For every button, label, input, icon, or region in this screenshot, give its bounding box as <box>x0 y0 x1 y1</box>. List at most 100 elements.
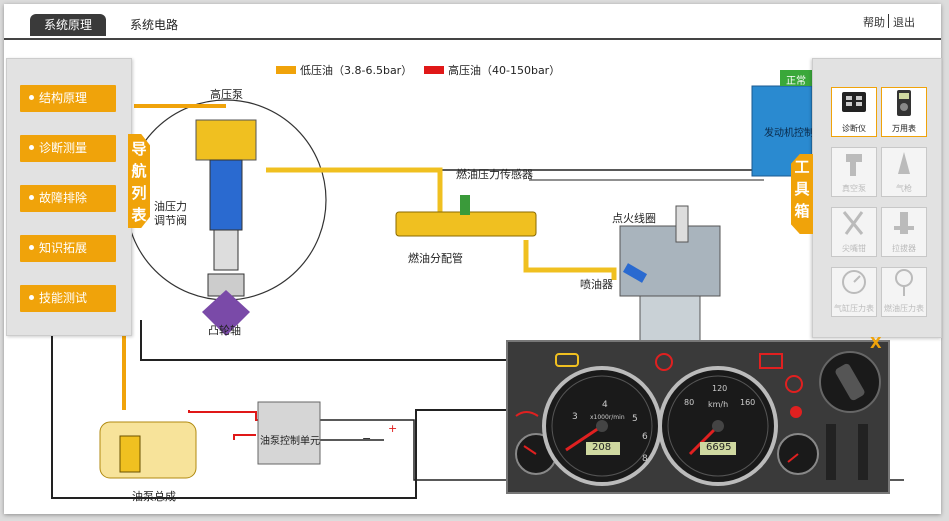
nav-panel-toggle[interactable]: 导航列表 <box>128 134 150 228</box>
speed-tick-80: 80 <box>684 398 695 407</box>
tool-fuel-pressure-gauge[interactable]: 燃油压力表 <box>881 267 927 317</box>
vacuum-pump-icon <box>846 154 862 176</box>
speed-unit: km/h <box>708 400 729 409</box>
pump-piston-shape <box>209 159 243 231</box>
fuel-rail-label: 燃油分配管 <box>408 252 463 265</box>
ecu-status-shape <box>780 70 812 86</box>
oil-warning-icon <box>515 411 539 417</box>
tool-label: 气缸压力表 <box>834 304 874 313</box>
tool-vacuum-pump[interactable]: 真空泵 <box>831 147 877 197</box>
tool-puller[interactable]: 拉拔器 <box>881 207 927 257</box>
plus-label: + <box>388 422 398 435</box>
ignition-coil-label: 点火线圈 <box>612 212 656 225</box>
nav-item-diagnosis[interactable]: 诊断测量 <box>20 135 116 162</box>
nav-item-label: 技能测试 <box>39 291 88 305</box>
tachometer-needle <box>565 424 603 452</box>
fuel-system-diagram: 低压油（3.8-6.5bar） 高压油（40-150bar） 高压泵 油压力 调… <box>4 40 941 514</box>
nav-item-structure-principle[interactable]: 结构原理 <box>20 85 116 112</box>
bullet-icon <box>29 145 34 150</box>
tool-label: 拉拔器 <box>892 244 916 253</box>
tool-label: 尖嘴钳 <box>842 244 866 253</box>
nav-item-label: 结构原理 <box>39 91 88 105</box>
airbag-warning-icon <box>655 353 673 371</box>
injector-shape <box>622 263 648 283</box>
tool-diagnostic-scanner[interactable]: 诊断仪 <box>831 87 877 137</box>
camshaft-label: 凸轮轴 <box>208 324 241 337</box>
battery-warning-icon <box>759 353 783 369</box>
pump-top-shape <box>195 119 257 161</box>
legend-high-swatch <box>424 66 444 74</box>
wire-black-2 <box>51 270 512 499</box>
tool-multimeter[interactable]: 万用表 <box>881 87 927 137</box>
speedometer-needle <box>688 424 720 456</box>
engine-cylinder-shape <box>639 295 701 347</box>
engine-warning-icon <box>555 353 579 367</box>
minus-label: − <box>362 432 372 445</box>
rpm-tick-4: 4 <box>602 400 608 410</box>
regulator-label-1: 油压力 <box>154 200 187 213</box>
diagram-lines <box>51 66 904 499</box>
tab-system-principle[interactable]: 系统原理 <box>30 14 107 36</box>
rpm-tick-6: 6 <box>642 432 648 442</box>
help-link[interactable]: 帮助 <box>863 16 885 29</box>
injector-label: 喷油器 <box>580 278 613 291</box>
instrument-cluster: 4 3 5 6 8 x1000r/min km/h 120 80 160 208… <box>506 340 890 494</box>
tab-system-circuit[interactable]: 系统电路 <box>130 18 179 32</box>
diagnostic-scanner-icon <box>842 92 866 112</box>
ecu-status-label: 正常 <box>786 76 806 87</box>
pump-motor-shape <box>119 435 141 473</box>
nav-item-skill-test[interactable]: 技能测试 <box>20 285 116 312</box>
pump-control-unit-label[interactable]: 油泵控制单元 <box>260 436 320 447</box>
nav-item-troubleshoot[interactable]: 故障排除 <box>20 185 116 212</box>
tool-pliers[interactable]: 尖嘴钳 <box>831 207 877 257</box>
nav-item-label: 知识拓展 <box>39 241 88 255</box>
pressure-sensor-shape <box>460 195 470 215</box>
odometer-right-box <box>700 442 736 455</box>
odometer-right: 6695 <box>706 442 732 453</box>
pump-tank-shape <box>99 421 197 479</box>
fuel-pressure-gauge-icon <box>895 269 913 296</box>
pliers-icon <box>842 211 864 235</box>
engine-head-shape <box>619 225 721 297</box>
compression-gauge-icon <box>842 270 866 294</box>
tool-compression-gauge[interactable]: 气缸压力表 <box>831 267 877 317</box>
temp-gauge-needle <box>787 453 799 463</box>
odometer-left-box <box>586 442 620 455</box>
puller-icon <box>894 212 914 234</box>
pump-assembly-label[interactable]: 油泵总成 <box>132 490 176 503</box>
air-gun-icon <box>898 152 910 174</box>
close-dashboard-button[interactable]: X <box>870 334 882 352</box>
bullet-icon <box>29 95 34 100</box>
header-divider <box>888 14 889 28</box>
high-pressure-pump-label: 高压泵 <box>210 88 243 101</box>
tool-label: 气枪 <box>896 184 912 193</box>
pressure-sensor-label: 燃油压力传感器 <box>456 168 533 181</box>
rpm-tick-5: 5 <box>632 414 638 424</box>
exit-link[interactable]: 退出 <box>893 16 915 29</box>
ignition-coil-shape <box>675 205 689 243</box>
ecu-label[interactable]: 发动机控制 <box>764 128 814 139</box>
legend-high-label: 高压油（40-150bar） <box>448 64 561 77</box>
bullet-icon <box>29 195 34 200</box>
pump-spring-shape <box>213 229 239 271</box>
odometer-left: 208 <box>592 442 612 453</box>
seatbelt-warning-icon <box>790 406 802 418</box>
nav-panel: 结构原理 诊断测量 故障排除 知识拓展 技能测试 <box>6 58 132 336</box>
tool-label: 真空泵 <box>842 184 866 193</box>
nav-item-knowledge[interactable]: 知识拓展 <box>20 235 116 262</box>
nav-item-label: 诊断测量 <box>39 141 88 155</box>
nav-item-label: 故障排除 <box>39 191 88 205</box>
toolbox-toggle[interactable]: 工具箱 <box>791 154 813 234</box>
rpm-unit: x1000r/min <box>590 414 625 421</box>
rpm-tick-3: 3 <box>572 412 578 422</box>
pump-control-unit-shape <box>257 401 321 465</box>
rpm-tick-8: 8 <box>642 454 648 464</box>
wire-black-1 <box>140 320 512 361</box>
tool-air-gun[interactable]: 气枪 <box>881 147 927 197</box>
key-right-shape <box>858 424 868 480</box>
key-left-shape <box>826 424 836 480</box>
legend-low-swatch <box>276 66 296 74</box>
regulator-label-2: 调节阀 <box>154 214 187 227</box>
cluster-graphics <box>515 351 881 486</box>
brake-warning-icon <box>785 375 803 393</box>
